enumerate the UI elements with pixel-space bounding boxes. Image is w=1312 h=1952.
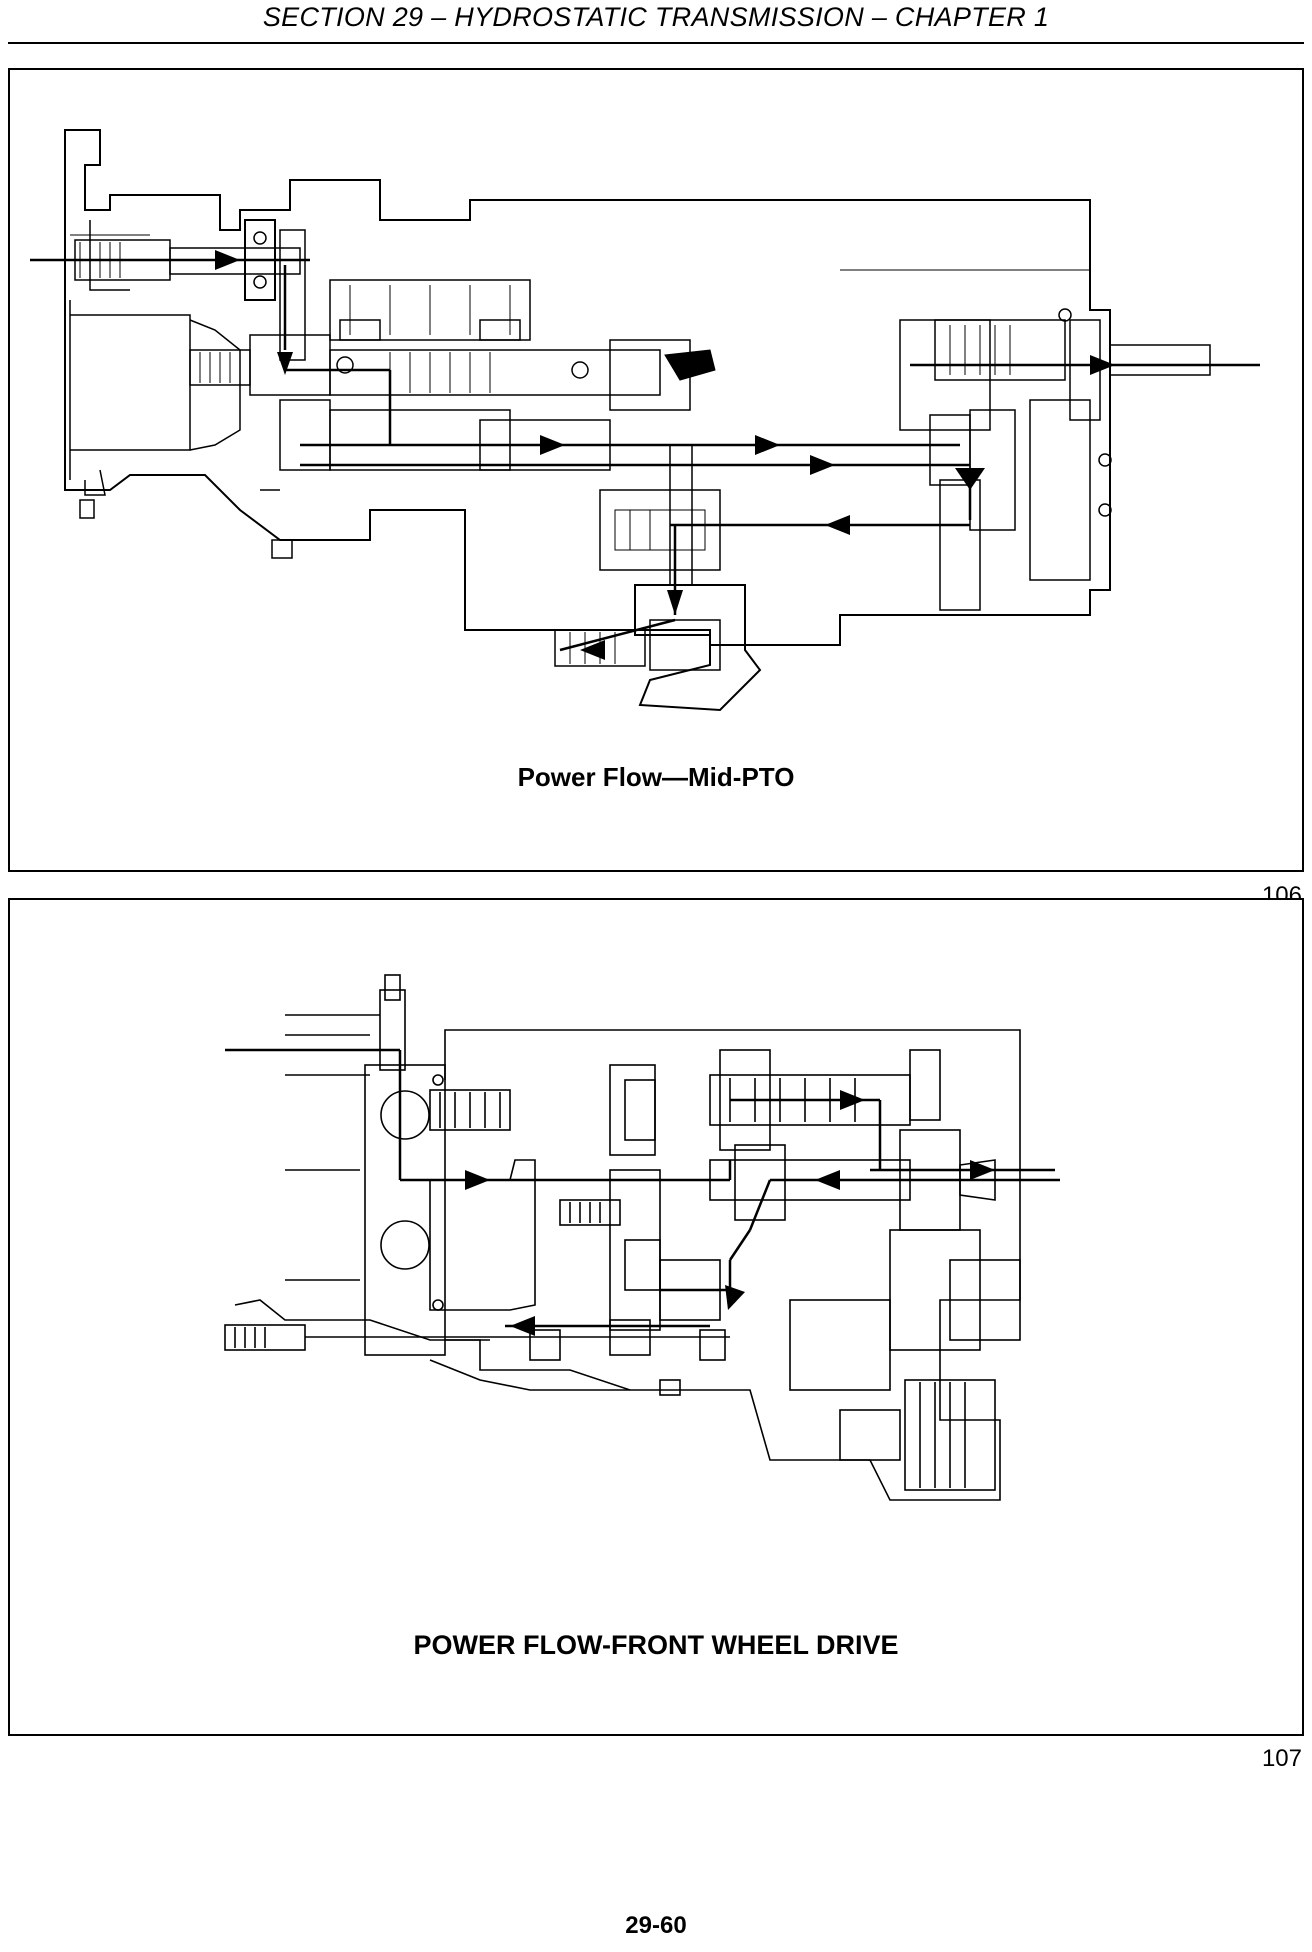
- section-header: SECTION 29 – HYDROSTATIC TRANSMISSION – …: [262, 2, 1050, 32]
- mid-pto-transmission-diagram: [30, 129, 1260, 712]
- figure-mid-pto: Power Flow—Mid-PTO: [8, 68, 1304, 872]
- figure-caption: POWER FLOW-FRONT WHEEL DRIVE: [413, 1630, 899, 1660]
- figure-number: 107: [1261, 1745, 1302, 1772]
- power-flow-path: [225, 1048, 1060, 1328]
- power-flow-path: [30, 258, 1260, 652]
- figure-front-wheel-drive: POWER FLOW-FRONT WHEEL DRIVE: [8, 898, 1304, 1736]
- front-wheel-drive-transmission-diagram: [224, 974, 1060, 1501]
- page-number: 29-60: [625, 1912, 687, 1939]
- flow-arrowheads: [215, 250, 1115, 660]
- header-rule: [8, 42, 1304, 44]
- housing-outline: [64, 129, 1111, 646]
- flow-arrowheads: [465, 1090, 995, 1336]
- figure-caption: Power Flow—Mid-PTO: [517, 762, 795, 792]
